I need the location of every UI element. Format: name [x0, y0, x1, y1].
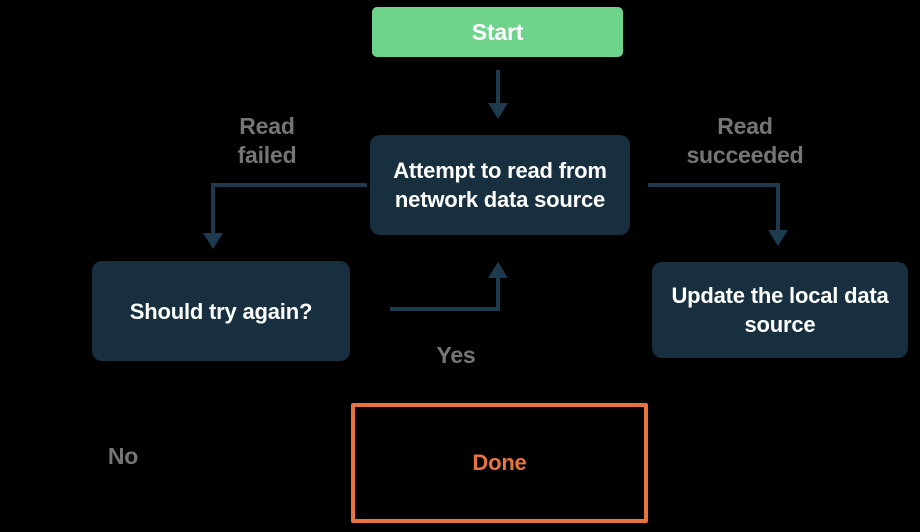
node-done-label: Done: [472, 450, 527, 475]
arrowhead-down-icon: [203, 233, 223, 249]
edge-start-to-attempt: [488, 70, 508, 119]
node-should-try-again-label: Should try again?: [129, 298, 313, 324]
arrowhead-down-icon: [768, 230, 788, 246]
node-attempt-read-label: Attempt to read from network data source: [393, 158, 607, 212]
node-update-local-source-label: Update the local data source: [671, 283, 889, 337]
edge-label-read-succeeded: Read succeeded: [686, 113, 804, 168]
node-attempt-read: Attempt to read from network data source: [370, 135, 630, 235]
node-update-local-source: Update the local data source: [652, 262, 908, 358]
edge-label-read-failed: Read failed: [237, 113, 297, 168]
node-start: Start: [372, 7, 623, 57]
node-start-label: Start: [471, 18, 524, 45]
node-done: Done: [351, 403, 648, 523]
edge-label-yes: Yes: [436, 342, 476, 368]
edge-label-no: No: [107, 443, 139, 469]
edge-attempt-to-should-try: [203, 183, 367, 249]
arrowhead-down-icon: [488, 103, 508, 119]
node-should-try-again: Should try again?: [92, 261, 350, 361]
arrowhead-up-icon: [488, 262, 508, 278]
edge-should-try-to-attempt: [390, 262, 508, 311]
edge-attempt-to-update: [648, 183, 788, 246]
